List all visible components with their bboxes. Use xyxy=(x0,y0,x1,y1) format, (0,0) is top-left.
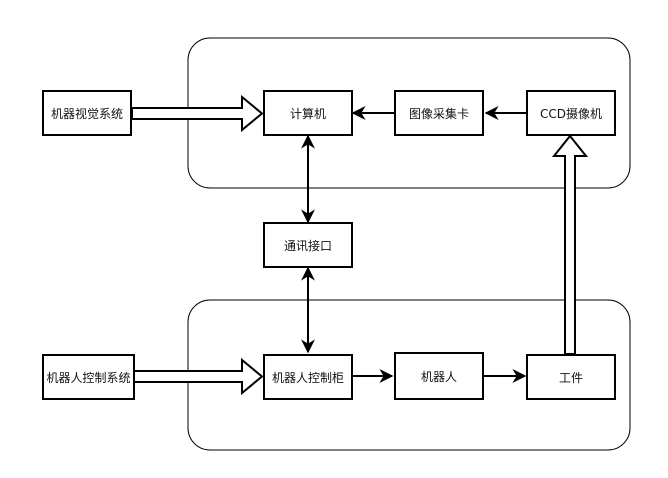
node-computer: 计算机 xyxy=(263,90,353,136)
node-robot-control-system: 机器人控制系统 xyxy=(42,354,135,400)
node-ccd-camera: CCD摄像机 xyxy=(526,90,616,136)
edge-robot-control-system-to-controller xyxy=(133,357,264,396)
edge-vision-to-computer xyxy=(131,94,264,133)
node-comm-interface: 通讯接口 xyxy=(263,222,353,268)
node-machine-vision-system: 机器视觉系统 xyxy=(42,90,132,136)
edge-workpiece-to-ccd xyxy=(551,134,589,355)
node-image-capture-card: 图像采集卡 xyxy=(394,90,484,136)
node-robot-controller: 机器人控制柜 xyxy=(263,354,353,400)
node-robot: 机器人 xyxy=(394,352,484,400)
node-workpiece: 工件 xyxy=(526,354,616,400)
